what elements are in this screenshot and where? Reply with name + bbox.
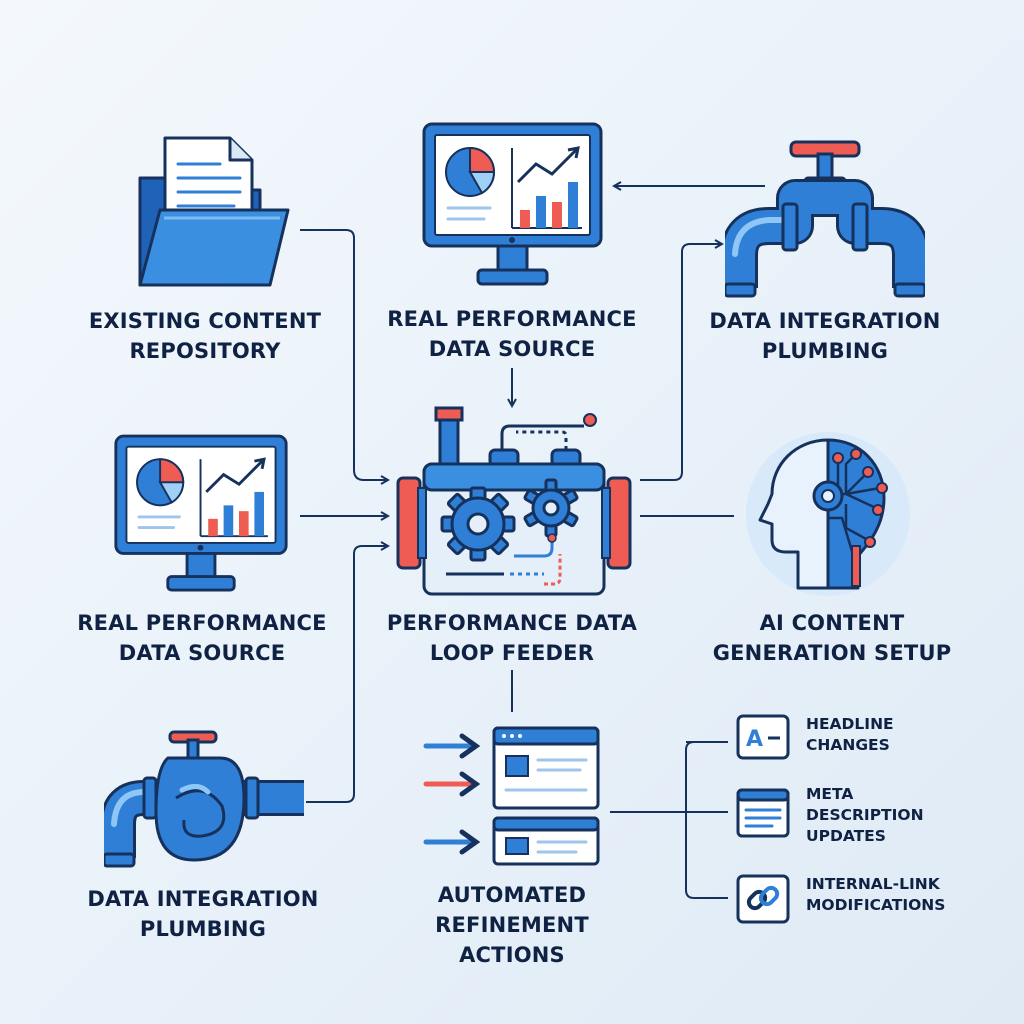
label-real-performance-data-source-top: REAL PERFORMANCE DATA SOURCE (387, 307, 637, 361)
connector-feeder-to-top-plumbing (640, 244, 722, 481)
gear-machine-icon (396, 406, 632, 596)
automation-windows-icon (423, 726, 600, 866)
monitor-chart-icon (422, 122, 603, 286)
monitor-chart-icon (114, 434, 288, 592)
label-real-performance-data-source-left: REAL PERFORMANCE DATA SOURCE (77, 611, 327, 665)
label-data-integration-plumbing-bottom: DATA INTEGRATION PLUMBING (87, 887, 319, 941)
link-chain-icon (736, 874, 790, 924)
label-headline-changes: HEADLINE CHANGES (806, 715, 894, 754)
label-internal-link-modifications: INTERNAL-LINK MODIFICATIONS (806, 875, 946, 914)
connector-bottom-plumbing-to-feeder (306, 546, 388, 803)
label-performance-data-loop-feeder: PERFORMANCE DATA LOOP FEEDER (386, 611, 638, 665)
headline-icon-letter: A (746, 727, 763, 752)
pipe-valve-icon (104, 730, 304, 868)
connector-repository-to-feeder (300, 229, 388, 480)
label-existing-content-repository: EXISTING CONTENT REPOSITORY (88, 309, 322, 363)
label-ai-content-generation-setup: AI CONTENT GENERATION SETUP (712, 611, 952, 665)
ai-head-icon (746, 432, 910, 596)
folder-icon (138, 136, 290, 287)
label-data-integration-plumbing-top: DATA INTEGRATION PLUMBING (709, 309, 941, 363)
pipe-valve-icon (725, 140, 925, 298)
headline-text-icon: A (736, 714, 790, 760)
label-meta-description-updates: META DESCRIPTION UPDATES (806, 785, 924, 845)
connector-bracket-vertical (685, 741, 695, 899)
label-automated-refinement-actions: AUTOMATED REFINEMENT ACTIONS (435, 883, 589, 967)
meta-description-icon (736, 788, 790, 838)
